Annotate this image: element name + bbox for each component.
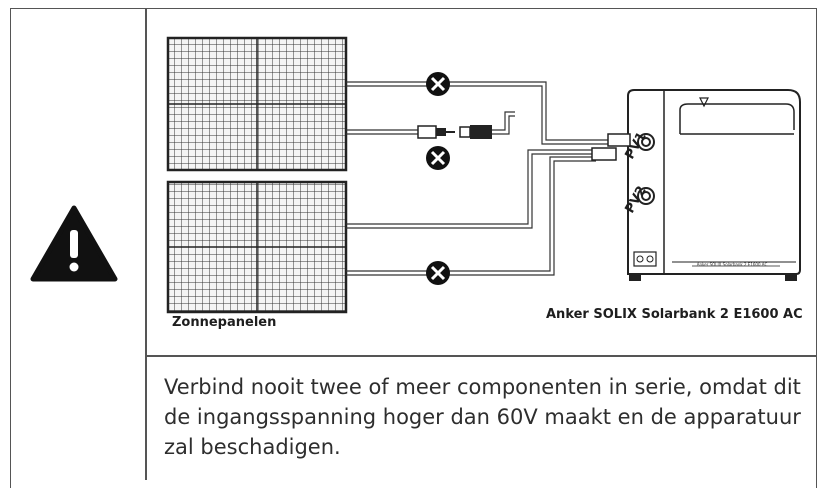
column-divider [145, 8, 147, 480]
table-frame [10, 8, 817, 488]
panels-label: Zonnepanelen [172, 315, 276, 330]
wiring-diagram: PV1 PV2 Anker SOLIX Solarbank 2 E1600 AC… [166, 36, 803, 330]
mc4-connector-pair [417, 125, 492, 139]
cables [346, 81, 608, 276]
solar-panel-bottom [166, 180, 348, 314]
solarbank-device [591, 89, 801, 281]
forbidden-mark-bottom [426, 261, 450, 285]
forbidden-mark-middle [426, 146, 450, 170]
solar-panel-top [166, 36, 348, 172]
warning-triangle-icon [30, 205, 118, 282]
device-label: Anker SOLIX Solarbank 2 E1600 AC [546, 307, 803, 322]
row-divider [145, 355, 817, 357]
warning-caption: Verbind nooit twee of meer componenten i… [164, 375, 801, 459]
forbidden-mark-top [426, 72, 450, 96]
device-model-print: Anker SOLIX Solarbank 2 E1600 AC [697, 262, 768, 267]
